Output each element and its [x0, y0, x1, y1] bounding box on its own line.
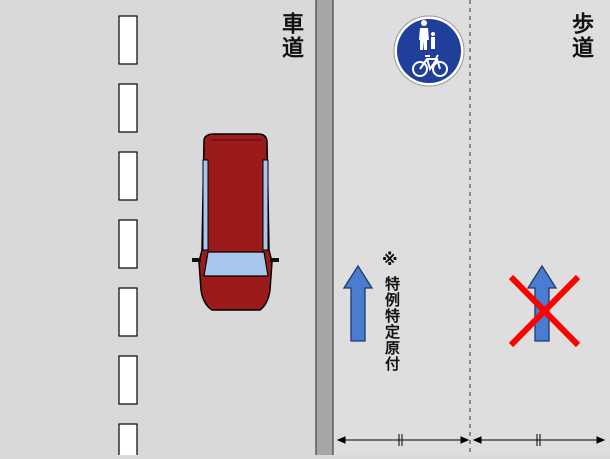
lane-dash [118, 355, 138, 405]
car-icon [192, 133, 279, 311]
lane-dash [118, 287, 138, 337]
sidewalk-label: 歩道 [568, 12, 593, 60]
pedestrian-bicycle-sign-icon [393, 15, 465, 87]
lane-dash [118, 219, 138, 269]
lane-dashes [118, 15, 138, 459]
lane-dash [118, 83, 138, 133]
note-text: 特例特定原付 [383, 276, 401, 372]
lane-dash [118, 15, 138, 65]
allowed-arrow-icon [342, 264, 374, 342]
lane-dash [118, 151, 138, 201]
width-dimension-right [472, 434, 606, 446]
road-label: 車道 [278, 12, 303, 60]
lane-dash [118, 423, 138, 459]
prohibited-arrow-icon [508, 264, 581, 348]
note-mark: ※ [382, 250, 400, 269]
width-dimension-left [336, 434, 470, 446]
road-surface [0, 0, 318, 455]
sidewalk-surface [332, 0, 610, 455]
curb [315, 0, 334, 459]
